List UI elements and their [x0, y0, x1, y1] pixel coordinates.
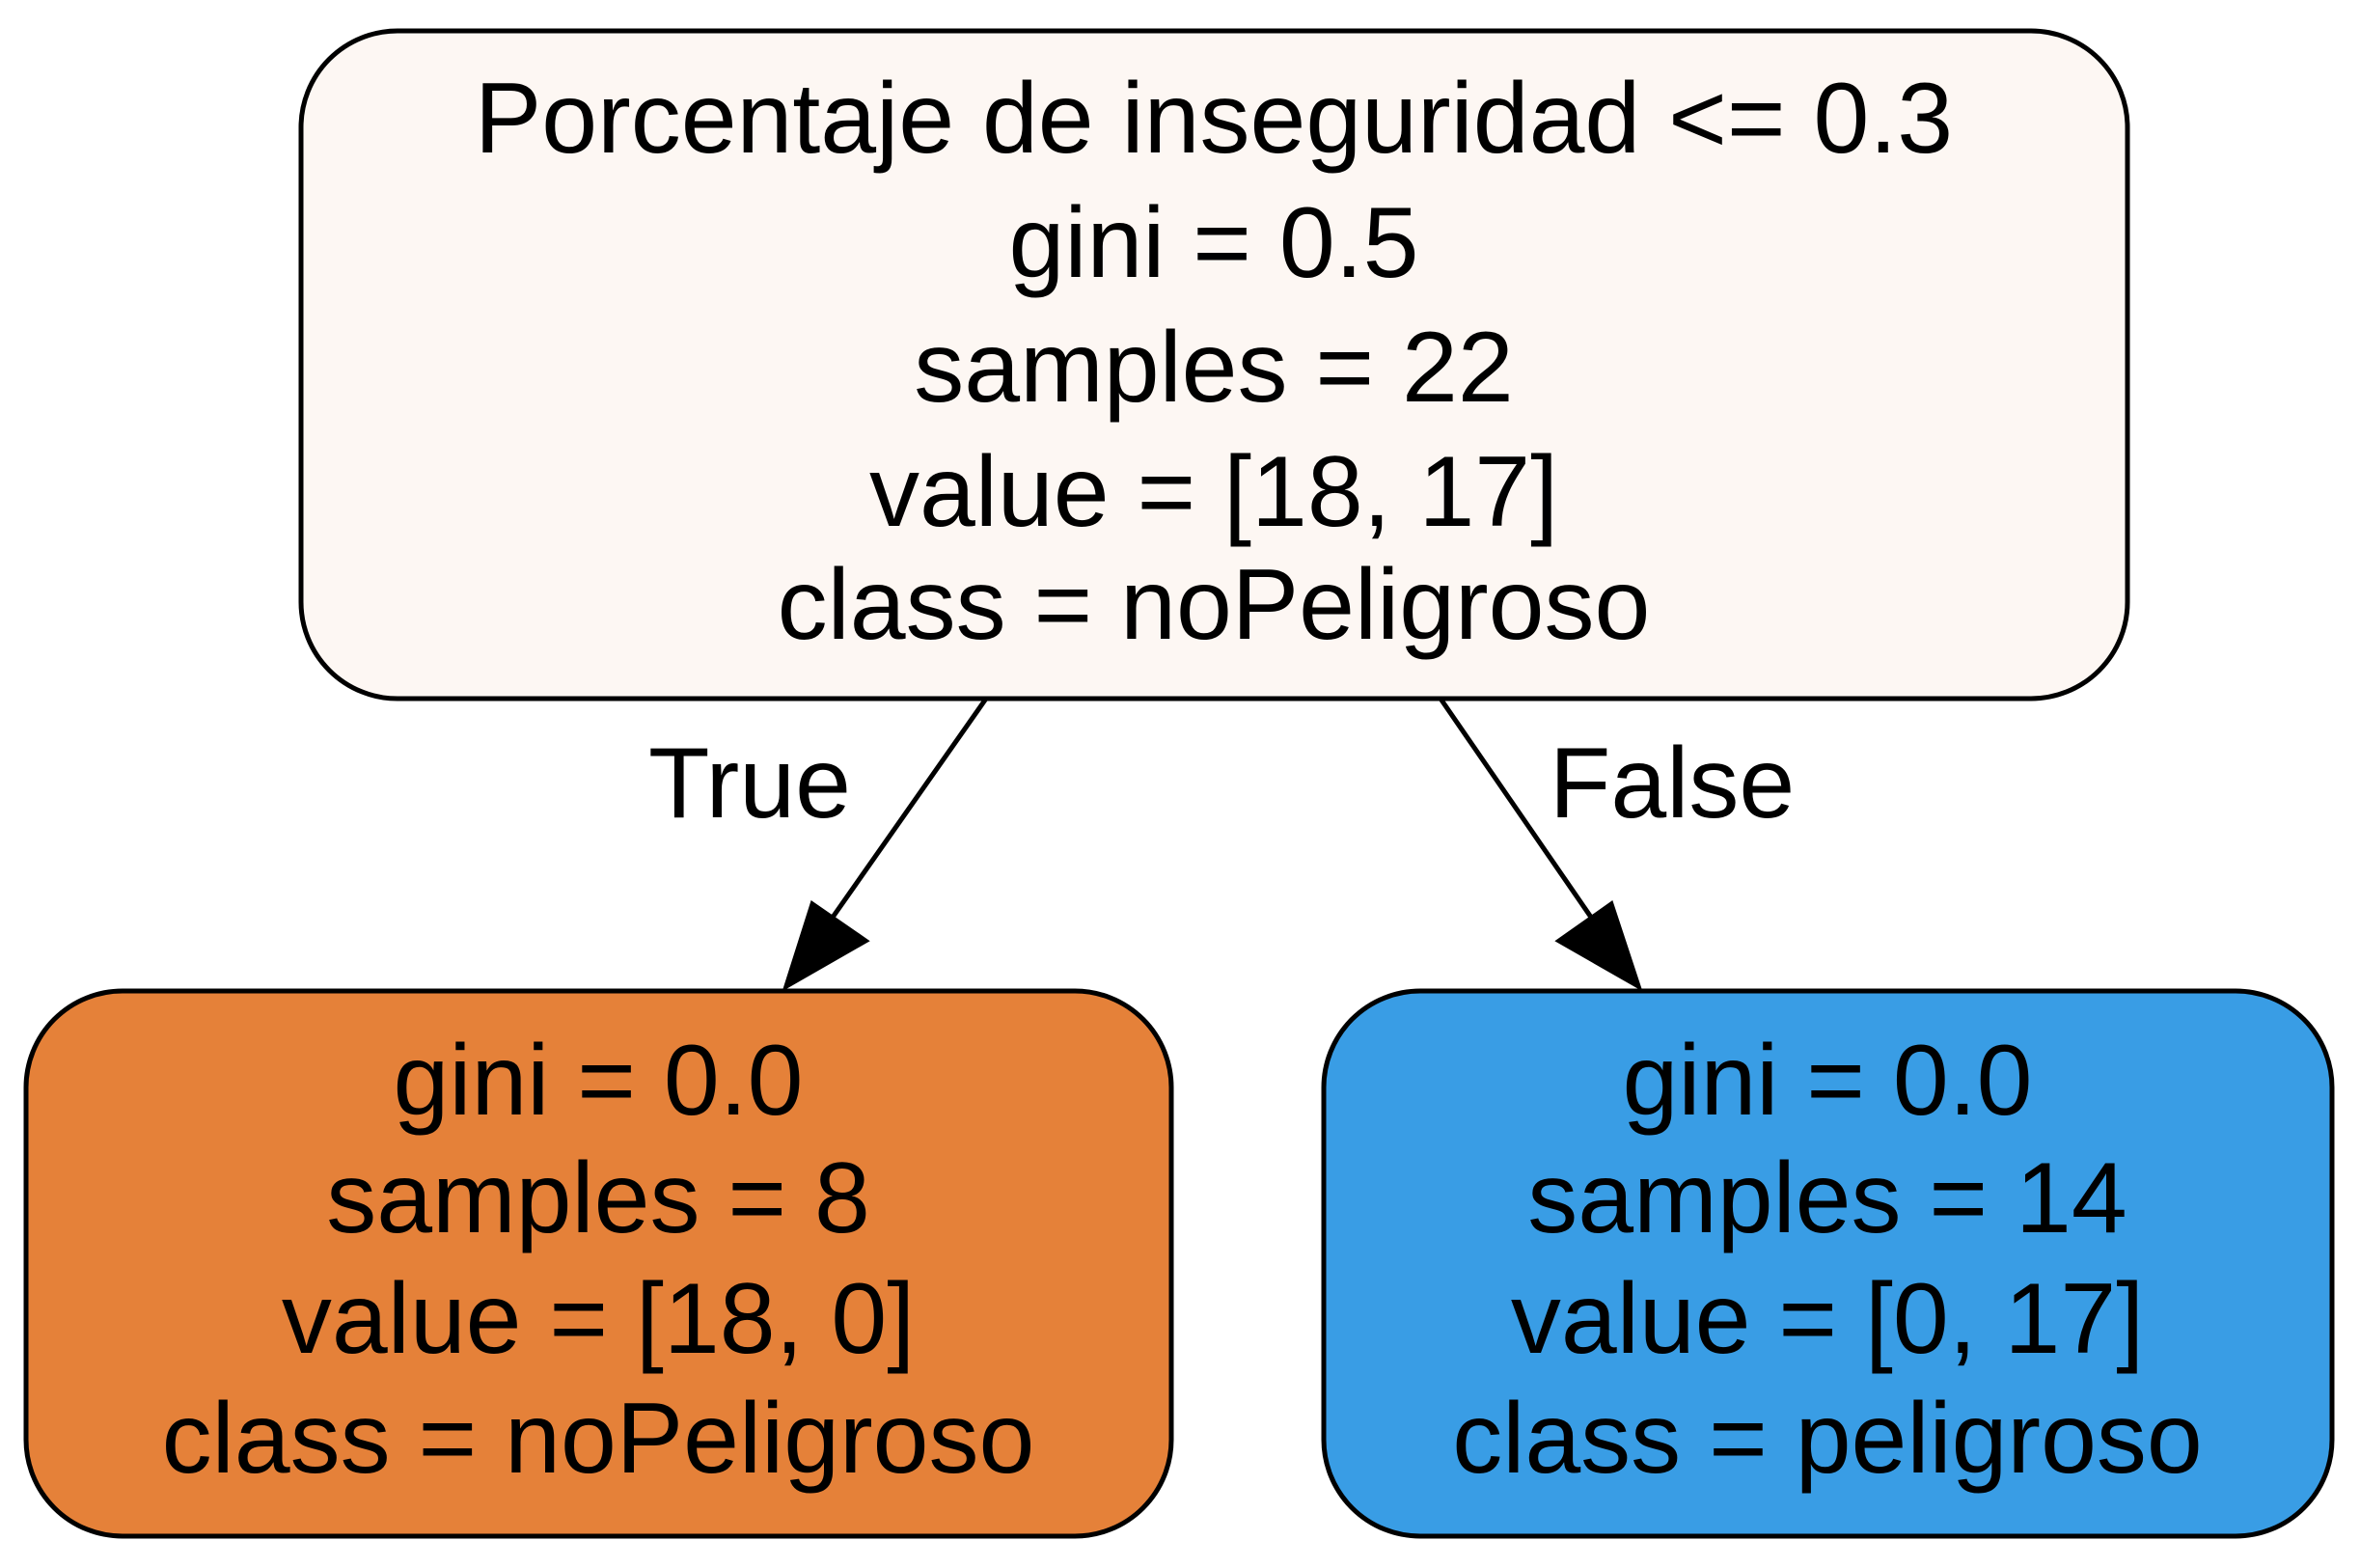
- right-samples-text: samples = 14: [1527, 1142, 2127, 1254]
- edge-false-line: [1438, 697, 1595, 921]
- root-node-box: [298, 28, 2130, 701]
- edge-false-arrowhead: [1554, 900, 1643, 992]
- right-class-text: class = peligroso: [1452, 1383, 2203, 1495]
- right-value-text: value = [0, 17]: [1511, 1263, 2144, 1375]
- root-class-text: class = noPeligroso: [778, 549, 1651, 661]
- edge-true-arrowhead: [782, 900, 870, 992]
- right-gini-text: gini = 0.0: [1623, 1025, 2033, 1137]
- root-samples-text: samples = 22: [914, 312, 1513, 424]
- left-gini-text: gini = 0.0: [394, 1025, 804, 1137]
- right-leaf-node: gini = 0.0 samples = 14 value = [0, 17] …: [1321, 988, 2335, 1539]
- root-split-text: Porcentaje de inseguridad <= 0.3: [475, 63, 1953, 175]
- root-value-text: value = [18, 17]: [869, 436, 1558, 548]
- edge-false: False: [1438, 697, 1795, 992]
- root-node: Porcentaje de inseguridad <= 0.3 gini = …: [298, 28, 2130, 701]
- left-leaf-box: [23, 988, 1174, 1539]
- left-value-text: value = [18, 0]: [282, 1263, 915, 1375]
- left-class-text: class = noPeligroso: [162, 1383, 1035, 1495]
- root-gini-text: gini = 0.5: [1009, 187, 1419, 299]
- edge-true: True: [648, 697, 989, 992]
- left-leaf-node: gini = 0.0 samples = 8 value = [18, 0] c…: [23, 988, 1174, 1539]
- right-leaf-box: [1321, 988, 2335, 1539]
- edge-true-line: [829, 697, 989, 921]
- edge-false-label: False: [1550, 728, 1795, 839]
- left-samples-text: samples = 8: [326, 1142, 870, 1254]
- edge-true-label: True: [648, 728, 851, 839]
